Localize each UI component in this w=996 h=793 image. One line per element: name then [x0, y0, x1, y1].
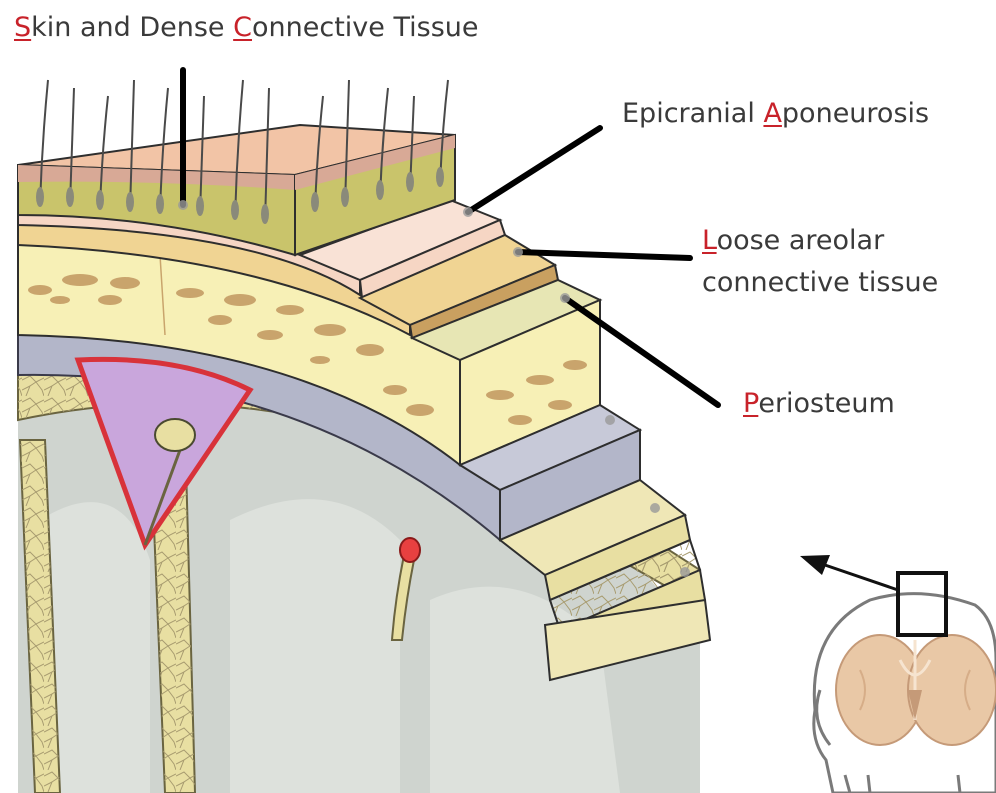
label-periosteum: Periosteum — [743, 388, 895, 420]
key-letter-c: C — [233, 12, 252, 43]
key-letter-s: S — [14, 12, 31, 43]
label-skin-dense-connective-tissue: Skin and Dense Connective Tissue — [14, 12, 478, 44]
hair-follicle — [311, 192, 319, 212]
hair-follicle — [376, 180, 384, 200]
pointer-arrow-icon — [800, 555, 898, 590]
hair-follicle — [196, 196, 204, 216]
hair-follicle — [231, 200, 239, 220]
hair-follicle — [126, 192, 134, 212]
leader-loose — [518, 252, 690, 258]
hair-follicle — [66, 187, 74, 207]
hair-follicle — [341, 187, 349, 207]
hair-follicle — [36, 187, 44, 207]
key-letter-l: L — [702, 225, 717, 256]
hair-follicle — [156, 194, 164, 214]
label-loose-line2: connective tissue — [702, 267, 938, 298]
hair-follicle — [436, 167, 444, 187]
hair-follicle — [261, 204, 269, 224]
hair-follicle — [96, 190, 104, 210]
hair-follicle — [406, 172, 414, 192]
brain-head-thumbnail-icon — [814, 573, 996, 793]
label-loose-areolar-connective-tissue: Loose areolar connective tissue — [702, 220, 938, 304]
bridging-vein — [400, 538, 420, 562]
key-letter-p: P — [743, 388, 758, 419]
leader-epicranial — [468, 128, 600, 212]
key-letter-a: A — [763, 98, 781, 129]
label-epicranial-aponeurosis: Epicranial Aponeurosis — [622, 98, 929, 130]
